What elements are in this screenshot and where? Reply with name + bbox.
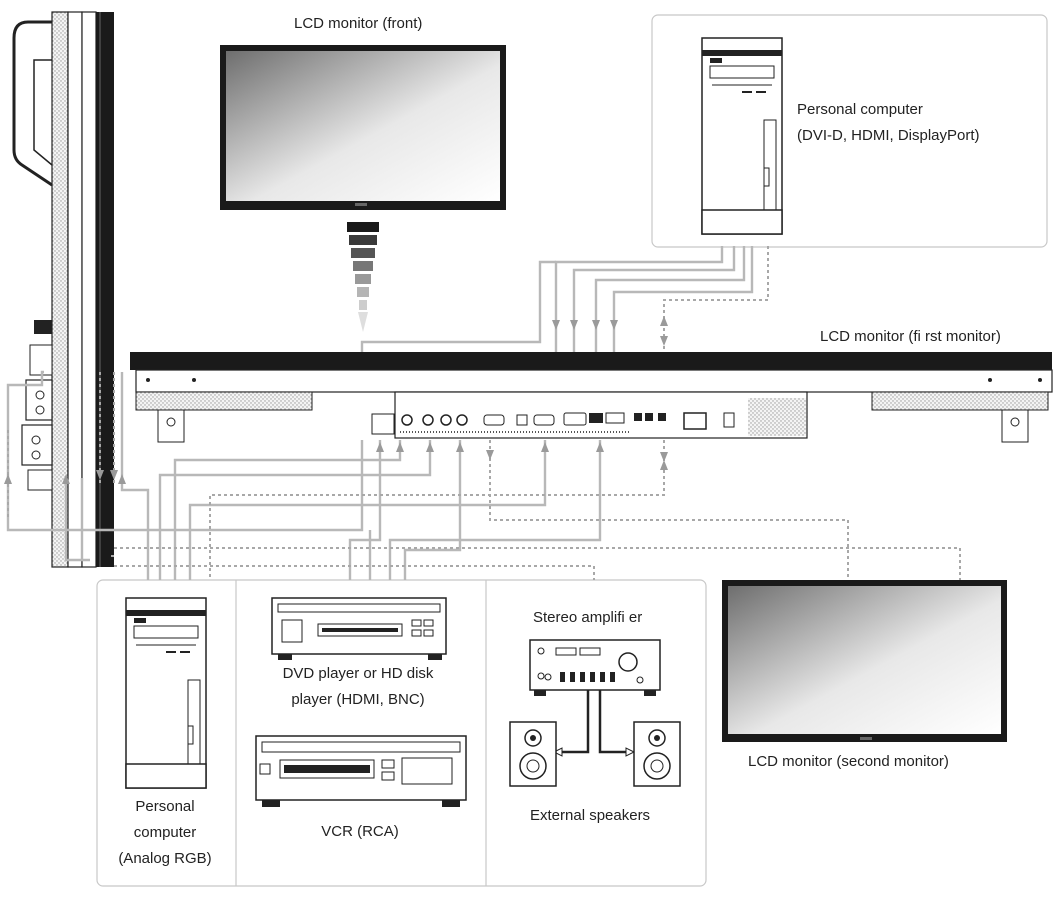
cables [6, 246, 754, 580]
speaker-wires [560, 690, 628, 754]
dvd-label-1: DVD player or HD disk [282, 665, 434, 682]
pc-analog-label-3: (Analog RGB) [118, 850, 212, 867]
vcr-label: VCR (RCA) [321, 823, 399, 840]
lcd-front-label: LCD monitor (front) [294, 15, 423, 32]
vcr [255, 735, 467, 807]
speakers-label: External speakers [530, 807, 651, 824]
lcd-front-monitor [220, 45, 506, 210]
dvd-player [271, 597, 447, 660]
stereo-amp-label: Stereo amplifi er [533, 609, 643, 626]
lcd-first-monitor [130, 352, 1053, 443]
pc-tower-digital [701, 37, 783, 235]
dotted-cables [7, 246, 961, 582]
signal-down-arrow [347, 222, 379, 332]
lcd-first-label: LCD monitor (fi rst monitor) [820, 328, 1001, 345]
lcd-second-label: LCD monitor (second monitor) [748, 753, 949, 770]
stereo-amplifier [529, 639, 661, 696]
speaker-left [509, 721, 557, 787]
arrowheads [4, 316, 668, 484]
pc-analog-label-2: computer [133, 824, 197, 841]
pc-analog-label-1: Personal [135, 798, 195, 815]
speaker-right [633, 721, 681, 787]
speaker-arrows [552, 747, 636, 757]
pc-digital-label-2: (DVI-D, HDMI, DisplayPort) [797, 127, 980, 144]
dvd-label-2: player (HDMI, BNC) [291, 691, 425, 708]
pc-tower-analog [125, 597, 207, 789]
pc-digital-label-1: Personal computer [797, 101, 923, 118]
lcd-second-monitor [722, 580, 1007, 742]
